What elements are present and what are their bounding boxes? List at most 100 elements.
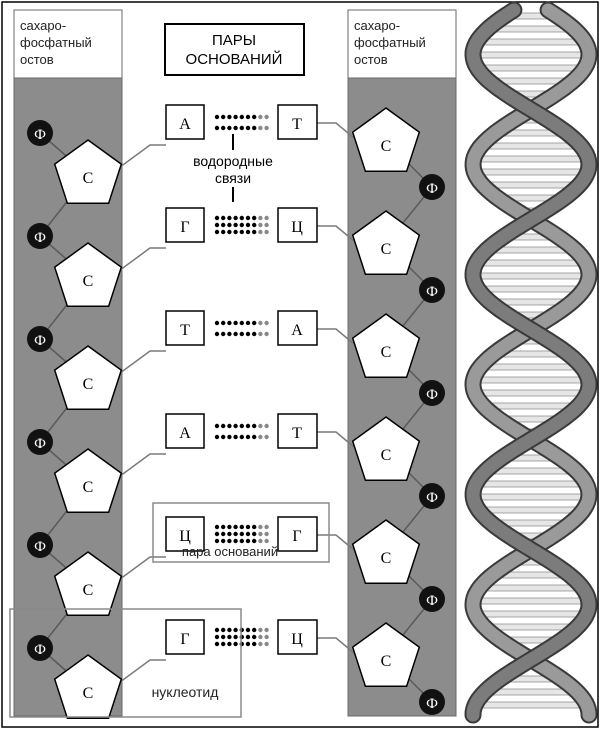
left-base-letter: А bbox=[179, 425, 191, 442]
left-sugar-pentagon bbox=[53, 654, 123, 720]
hydrogen-bond-dot bbox=[221, 125, 226, 131]
hydrogen-bond-dot bbox=[239, 423, 244, 429]
hydrogen-bond-dot bbox=[227, 634, 232, 640]
left-phosphate-label: Ф bbox=[34, 642, 46, 658]
hydrogen-bond-dot bbox=[214, 320, 220, 326]
hydrogen-bond-dot bbox=[258, 531, 263, 537]
hydrogen-bond-dot bbox=[245, 641, 251, 647]
right-sugar-base-connector bbox=[317, 225, 361, 247]
left-sugar-base-connector bbox=[111, 453, 166, 483]
left-sugar-base-connector bbox=[111, 247, 166, 277]
hydrogen-bond-dot bbox=[233, 434, 238, 440]
hydrogen-bond-dot bbox=[227, 320, 232, 326]
hydrogen-bond-dot bbox=[264, 524, 269, 530]
hydrogen-bond-dot bbox=[264, 434, 269, 440]
hydrogen-bond-dot bbox=[258, 641, 263, 647]
right-backbone-line3: остов bbox=[354, 52, 388, 67]
hydrogen-bond-dot bbox=[214, 229, 220, 235]
right-phosphate bbox=[419, 689, 445, 715]
hydrogen-bond-dot bbox=[233, 627, 238, 633]
hydrogen-bond-dot bbox=[239, 538, 244, 544]
hydrogen-bond-dot bbox=[258, 538, 263, 544]
hydrogen-bond-dot bbox=[245, 125, 251, 131]
right-phosphate bbox=[419, 174, 445, 200]
hydrogen-bond-dot bbox=[264, 229, 269, 235]
hydrogen-bond-dot bbox=[214, 641, 220, 647]
hydrogen-bond-dot bbox=[264, 114, 269, 120]
left-sugar-pentagon bbox=[53, 448, 123, 514]
hydrogen-bond-dot bbox=[245, 531, 251, 537]
left-sugar-label: С bbox=[83, 376, 94, 393]
left-backbone-line1: сахаро- bbox=[20, 18, 66, 33]
right-sugar-label: С bbox=[381, 344, 392, 361]
left-base-box bbox=[165, 104, 205, 140]
right-sugar-label: С bbox=[381, 241, 392, 258]
hydrogen-bond-dot bbox=[252, 634, 257, 640]
left-backbone-line3: остов bbox=[20, 52, 54, 67]
hydrogen-bond-dot bbox=[252, 641, 257, 647]
right-base-box bbox=[277, 516, 318, 552]
left-sugar-label: С bbox=[83, 685, 94, 702]
right-base-letter: Г bbox=[292, 528, 301, 545]
right-phosphate-label: Ф bbox=[426, 284, 438, 300]
right-sugar-base-connector bbox=[317, 637, 361, 659]
hydrogen-bond-dot bbox=[264, 125, 269, 131]
hydrogen-bond-dot bbox=[233, 229, 238, 235]
right-sugar-pentagon bbox=[351, 622, 421, 688]
right-sugar-pentagon bbox=[351, 107, 421, 173]
hydrogen-bond-dot bbox=[221, 222, 226, 228]
hydrogen-bond-dot bbox=[264, 538, 269, 544]
hydrogen-bond-dot bbox=[227, 125, 232, 131]
left-sugar-base-connector bbox=[111, 659, 166, 689]
helix-strand bbox=[466, 3, 596, 722]
hydrogen-bond-dot bbox=[239, 531, 244, 537]
hydrogen-bond-dot bbox=[258, 627, 263, 633]
hydrogen-bond-dot bbox=[214, 524, 220, 530]
left-sugar-base-connector bbox=[111, 350, 166, 380]
helix-rung bbox=[473, 168, 588, 176]
helix-rung bbox=[473, 376, 589, 384]
left-sugar-base-connector bbox=[111, 556, 166, 586]
left-sugar-base-connector bbox=[111, 144, 166, 174]
hydrogen-bond-dot bbox=[227, 222, 232, 228]
hydrogen-bond-dot bbox=[221, 538, 226, 544]
hydrogen-bond-dot bbox=[221, 229, 226, 235]
hydrogen-bond-dot bbox=[221, 634, 226, 640]
nucleotide-label: нуклеотид bbox=[152, 684, 219, 700]
hydrogen-bond-dot bbox=[214, 331, 220, 337]
left-sugar-pentagon bbox=[53, 345, 123, 411]
hydrogen-bond-dot bbox=[245, 434, 251, 440]
helix-rung bbox=[472, 597, 590, 605]
right-sugar-label: С bbox=[381, 138, 392, 155]
right-base-box bbox=[277, 413, 318, 449]
hydrogen-bond-dot bbox=[233, 320, 238, 326]
hydrogen-bond-dot bbox=[233, 215, 238, 221]
left-phosphate-label: Ф bbox=[34, 127, 46, 143]
hydrogen-bond-dot bbox=[258, 114, 263, 120]
helix-rung bbox=[472, 272, 590, 280]
left-sugar-label: С bbox=[83, 582, 94, 599]
right-sugar-base-connector bbox=[317, 328, 361, 350]
helix-rung bbox=[479, 363, 583, 371]
right-sugar-base-connector bbox=[317, 534, 361, 556]
right-base-letter: Ц bbox=[291, 631, 303, 648]
right-base-letter: Ц bbox=[291, 219, 303, 236]
right-base-box bbox=[277, 207, 318, 243]
hydrogen-bond-dot bbox=[245, 627, 251, 633]
hydrogen-bond-dot bbox=[214, 538, 220, 544]
hydrogen-bond-dot bbox=[227, 641, 232, 647]
hydrogen-bond-dot bbox=[252, 331, 257, 337]
hydrogen-bonds-line1: водородные bbox=[193, 153, 273, 169]
hydrogen-bond-dot bbox=[252, 524, 257, 530]
pairs-title-line1: ПАРЫ bbox=[212, 32, 256, 49]
left-phosphate bbox=[27, 223, 53, 249]
helix-rung bbox=[477, 285, 585, 293]
left-phosphate-label: Ф bbox=[34, 436, 46, 452]
right-phosphate bbox=[419, 586, 445, 612]
